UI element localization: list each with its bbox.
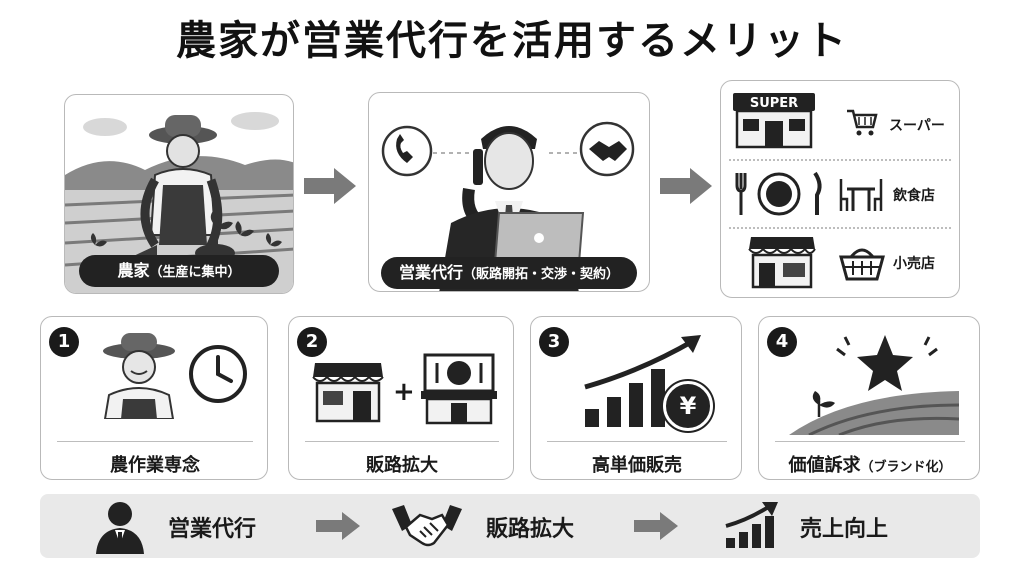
number-badge: 2 [297,327,327,357]
destination-label: 小売店 [893,256,935,272]
summary-flow-bar: 営業代行 販路拡大 売上向上 [40,494,980,558]
right-arrow-icon [660,166,712,206]
farmer-card: 農家（生産に集中） [64,94,294,294]
card-divider [305,441,499,442]
number-badge: 4 [767,327,797,357]
flow-step: 営業代行 [168,517,257,542]
shopping-cart-icon [847,109,878,136]
benefit-card-1: 1 農作業専念 [40,316,268,480]
card-divider [547,441,727,442]
star-field-icon [789,335,959,435]
number-badge: 1 [49,327,79,357]
agent-label-pill: 営業代行（販路開拓・交渉・契約） [381,257,637,289]
farmer-label-pill: 農家（生産に集中） [79,255,279,287]
row-divider [729,227,951,229]
farmer-avatar-icon [103,333,175,419]
retail-store-icon [748,237,816,289]
benefit-label: 高単価販売 [592,455,682,476]
card-divider [57,441,253,442]
destinations-card: SUPER スーパー 飲食店 小売店 [720,80,960,298]
handshake-icon [392,505,462,547]
plus-sign: + [393,377,415,407]
right-arrow-icon [304,166,356,206]
benefit-card-3: 3 ¥ 高単価販売 [530,316,742,480]
store-sign-text: SUPER [750,96,798,111]
benefit-card-2: 2 + 販路拡大 [288,316,514,480]
clock-icon [189,345,247,403]
benefit-label: 販路拡大 [366,455,438,476]
plate-cutlery-icon [735,171,822,216]
supermarket-icon: SUPER [733,93,815,149]
agent-card: 営業代行（販路開拓・交渉・契約） [368,92,650,292]
page-title: 農家が営業代行を活用するメリット [176,18,848,64]
number-badge: 3 [539,327,569,357]
benefit-label: 農作業専念 [110,455,200,476]
benefit-card-4: 4 価値訴求（ブランド化） [758,316,980,480]
destination-label: 飲食店 [893,188,935,204]
right-arrow-icon [316,512,360,540]
rising-bars-icon [584,335,701,427]
benefit-label: 価値訴求（ブランド化） [788,455,952,476]
row-divider [729,159,951,161]
store-icon [312,363,384,423]
shopping-basket-icon [839,248,885,281]
card-divider [775,441,965,442]
yen-coin-icon: ¥ [663,381,713,431]
flow-step: 売上向上 [800,517,889,542]
businessman-icon [96,502,144,554]
flow-step: 販路拡大 [486,517,575,542]
destination-label: スーパー [889,118,945,134]
growth-chart-icon [725,502,778,548]
dining-table-icon [839,179,883,211]
restaurant-icon [421,353,497,425]
right-arrow-icon [634,512,678,540]
